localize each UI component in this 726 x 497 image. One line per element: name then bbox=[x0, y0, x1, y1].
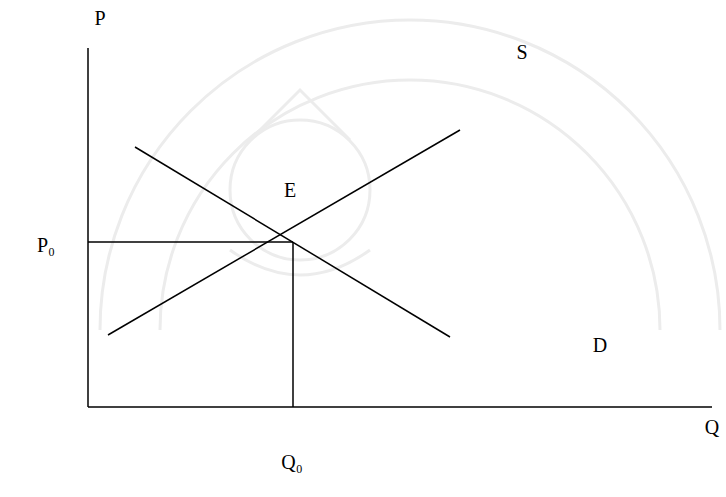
quantity-guide-line bbox=[292, 242, 294, 407]
supply-curve bbox=[108, 130, 460, 335]
axis-label: P bbox=[94, 8, 105, 28]
curve-label: S bbox=[516, 42, 527, 62]
watermark-arc bbox=[100, 20, 720, 330]
watermark-ray bbox=[230, 250, 370, 275]
watermark-arc bbox=[160, 80, 660, 330]
axis-value: Q₀ bbox=[281, 452, 302, 472]
curve-label: D bbox=[593, 335, 607, 355]
axis-value: P₀ bbox=[37, 235, 55, 255]
point-label: E bbox=[284, 180, 296, 200]
price-guide-line bbox=[88, 241, 293, 243]
axis-label: Q bbox=[705, 417, 719, 437]
watermark-ray bbox=[250, 90, 350, 140]
quantity-axis bbox=[88, 406, 712, 408]
watermark-emblem bbox=[100, 20, 720, 330]
price-axis bbox=[87, 48, 89, 407]
